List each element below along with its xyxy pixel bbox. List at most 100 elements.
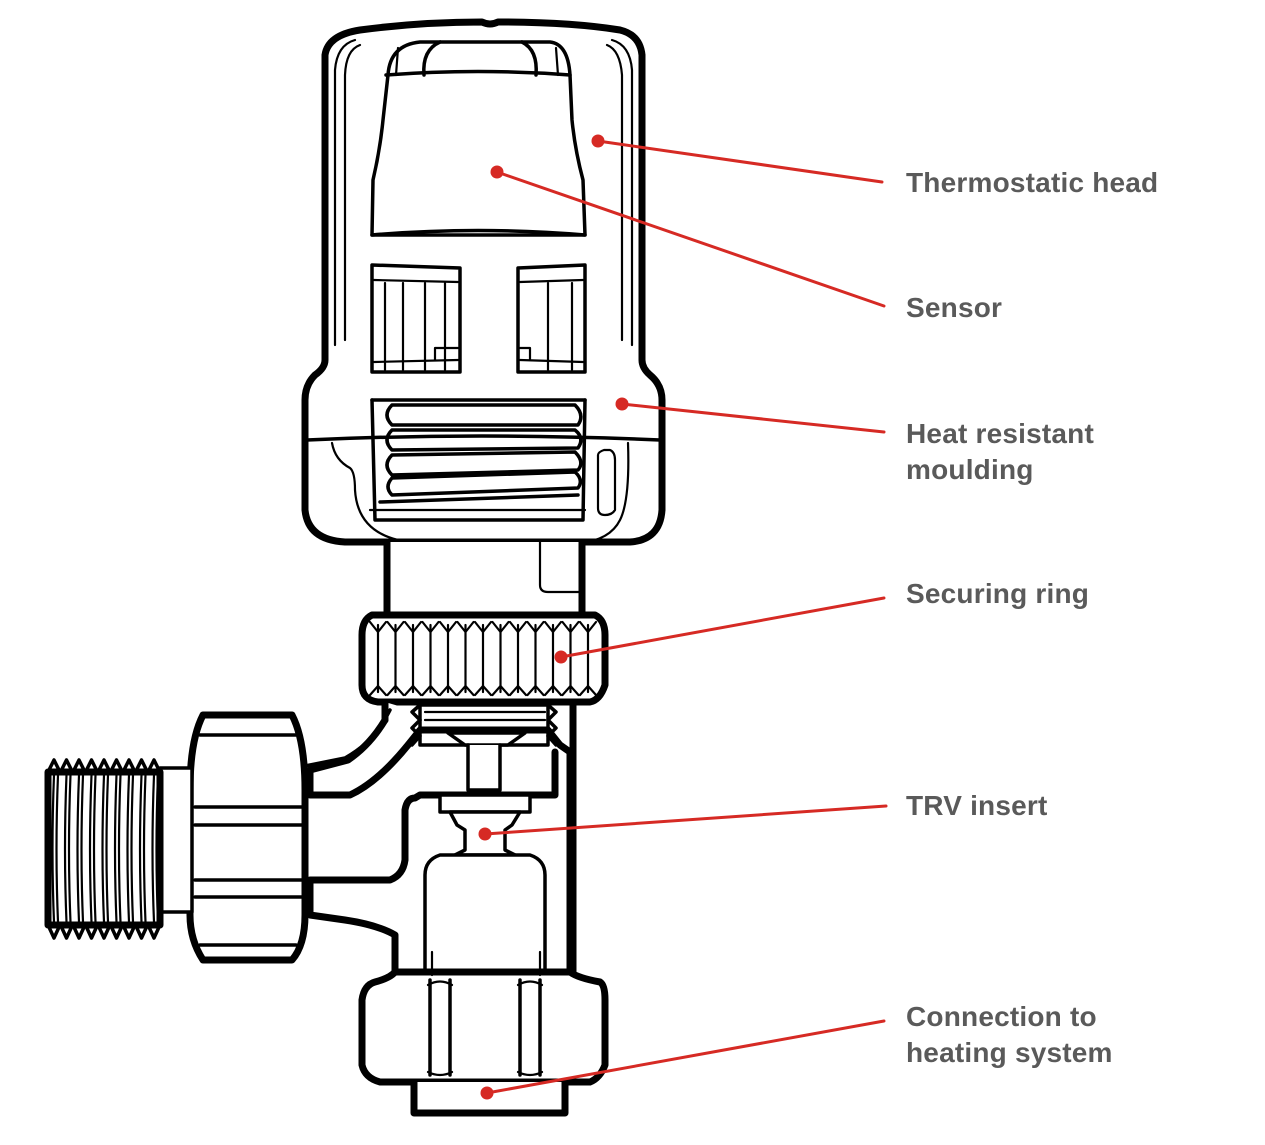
thread-tooth [121,758,137,774]
valve-neck [383,538,586,622]
label-line: heating system [906,1037,1113,1068]
thread-tooth [133,923,150,940]
thread-line [113,773,118,924]
leader-line-heat-resistant-moulding [620,402,886,434]
ribbed-window-left [370,263,462,374]
thread-tooth [71,758,87,774]
label-line: moulding [906,454,1034,485]
thread-line [92,773,97,924]
knurl-chevron [456,620,475,634]
leader-line-connection-to-heating-system [485,1019,886,1095]
sensor-capsule [370,40,587,237]
knurl-chevron [526,684,545,697]
label-sensor: Sensor [906,290,1002,326]
knurl-chevron [421,620,440,634]
knurl-chevron [438,620,458,634]
thread-line [151,773,156,924]
thread-tooth [133,758,150,774]
moulding-details [330,441,630,545]
knurl-chevron [456,684,475,697]
label-line: Heat resistant [906,418,1094,449]
thread-tooth [146,758,162,774]
thread-line [105,773,110,924]
thread-tooth [83,923,100,940]
thread-line [63,773,68,924]
securing-ring-knurl [368,620,598,697]
knurl-chevron [403,684,423,697]
label-heat-resistant-moulding: Heat resistant moulding [906,416,1094,488]
spring-threads [368,398,587,522]
knurl-chevron [543,620,563,634]
knurl-chevron [561,620,580,634]
thread-line [117,773,122,924]
knurl-chevron [491,620,510,634]
side-nut [158,711,309,964]
knurl-chevron [438,684,458,697]
label-line: Thermostatic head [906,167,1159,198]
leader-dot-securing-ring [554,650,568,664]
thread-line [142,773,147,924]
thread-tooth [96,758,112,774]
thread-line [80,773,85,924]
knurl-chevron [403,620,423,634]
thread-line [67,773,72,924]
thread-tooth [108,923,125,940]
leader-lines [478,134,888,1100]
thread-tooth [146,923,162,940]
thread-tooth [58,758,75,774]
knurl-chevron [368,684,388,697]
leader-dot-thermostatic-head [591,134,605,148]
label-line: Securing ring [906,578,1090,609]
leader-line-trv-insert [483,804,888,836]
thread-tooth [121,923,137,940]
knurl-chevron [526,620,545,634]
leader-line-sensor [495,170,886,308]
label-line: TRV insert [906,790,1048,821]
label-connection-to-heating-system: Connection to heating system [906,999,1113,1071]
leader-line-securing-ring [559,596,886,659]
thread-tooth [46,923,62,940]
knurl-chevron [578,620,598,634]
knurl-chevron [561,684,580,697]
thread-line [126,773,131,924]
knurl-chevron [578,684,598,697]
knurl-chevron [491,684,510,697]
trv-insert [423,731,547,977]
thread-tooth [71,923,87,940]
leader-dot-trv-insert [478,827,492,841]
knurl-chevron [508,620,528,634]
thread-tooth [96,923,112,940]
leader-line-thermostatic-head [596,139,884,184]
thread-line [88,773,93,924]
connector-thread-teeth [46,758,162,940]
thread-line [76,773,81,924]
label-thermostatic-head: Thermostatic head [906,165,1158,201]
knurl-chevron [508,684,528,697]
knurl-chevron [368,620,388,634]
thread-line [138,773,143,924]
bottom-hex-nut [358,950,609,1086]
securing-ring [358,611,609,706]
leader-dot-sensor [490,165,504,179]
leader-dot-connection-to-heating-system [480,1086,494,1100]
label-line: Sensor [906,292,1003,323]
thread-line [51,773,56,924]
label-trv-insert: TRV insert [906,788,1048,824]
thread-tooth [46,758,62,774]
label-securing-ring: Securing ring [906,576,1089,612]
thread-tooth [83,758,100,774]
thread-tooth [108,758,125,774]
leader-dot-heat-resistant-moulding [615,397,629,411]
knurl-chevron [421,684,440,697]
thread-tooth [58,923,75,940]
thread-line [155,773,160,924]
thread-line [101,773,106,924]
thread-line [130,773,135,924]
ribbed-window-right [516,263,587,374]
knurl-chevron [543,684,563,697]
label-line: Connection to [906,1001,1097,1032]
knurl-chevron [473,620,493,634]
knurl-chevron [386,684,405,697]
threaded-connector [44,758,164,940]
